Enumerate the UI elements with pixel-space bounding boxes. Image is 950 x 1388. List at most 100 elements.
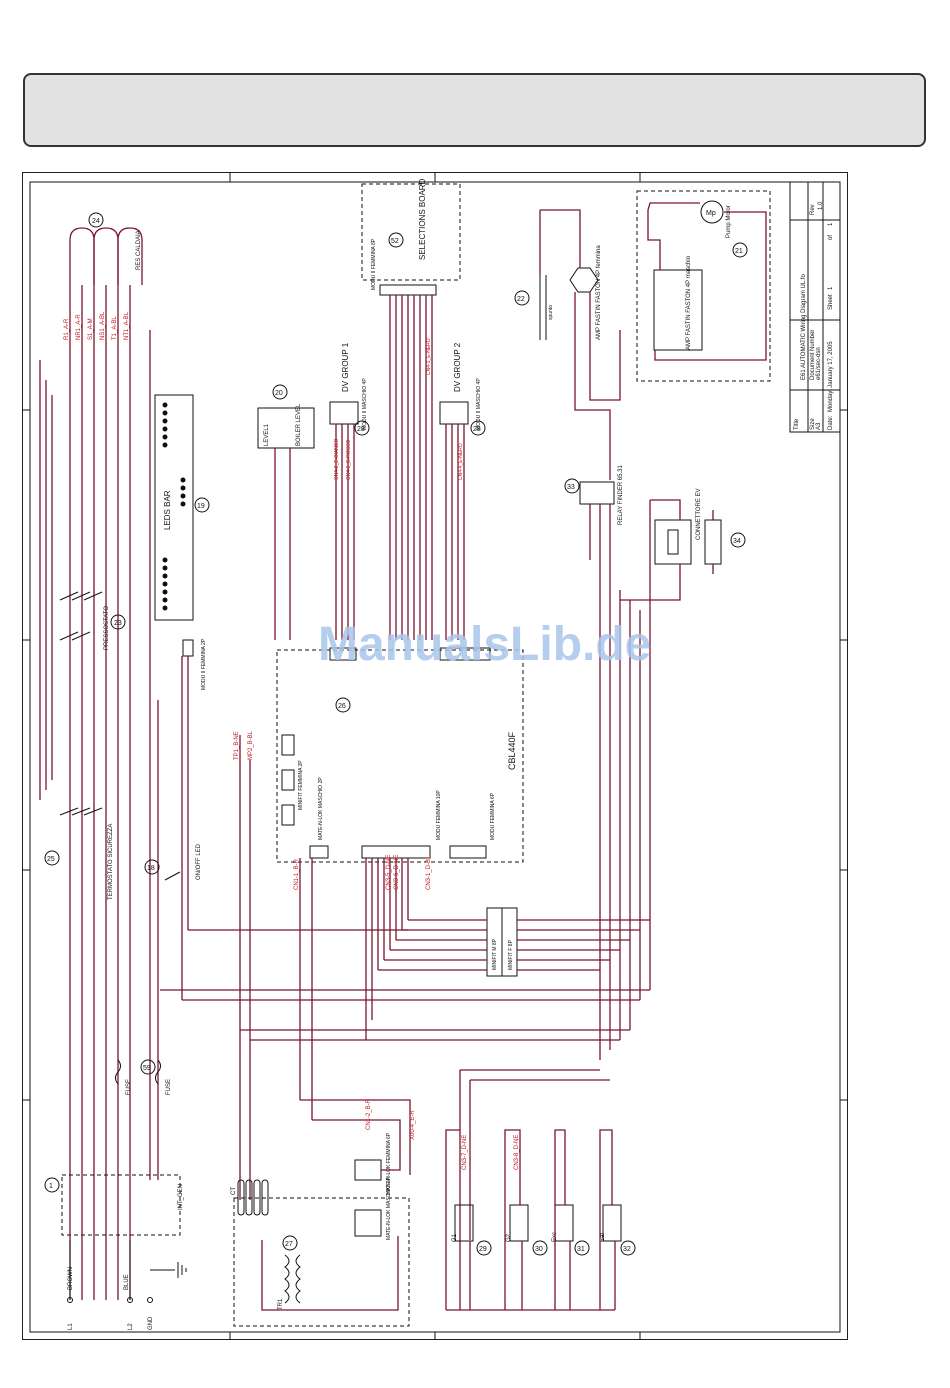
svg-text:32: 32 — [623, 1246, 631, 1253]
selections-board-label: SELECTIONS BOARD — [418, 178, 427, 260]
minifit-f2-label: MINIFIT FEMMINA 2P — [298, 760, 304, 810]
minifit-m-label: MINIFIT M 8P — [492, 938, 498, 970]
svg-text:28: 28 — [357, 426, 365, 433]
pressostato: 23 PRESSOSTATO — [59, 591, 126, 650]
mate-n-lok-m-label: MATE-N-LOK MASCHIO 2P — [318, 777, 324, 840]
diagram-title: E61 AUTOMATIC Wiring Diagram UL.fo — [801, 274, 807, 380]
cbl440f-board: CBL440F 26 MODU FEMMINA 10P MODU FEMMINA… — [276, 647, 524, 863]
svg-text:23: 23 — [114, 620, 122, 627]
leds-connector-label: MODU II FEMMINA 2P — [201, 638, 207, 690]
doc-value: e61/sec-dsn — [816, 347, 822, 380]
svg-text:30: 30 — [535, 1246, 543, 1253]
onoff-led-label: ON/OFF LED — [196, 843, 202, 880]
svg-text:22: 22 — [517, 296, 525, 303]
selections-connector-label: MODU II FEMMINA 8P — [371, 238, 377, 290]
board-bottom-wires — [239, 735, 409, 1200]
wire-label-t1: T1_A-BL — [112, 316, 118, 340]
pump-motor: Mp Pump Motor 21 AMP FASTIN FASTON 4P ma… — [636, 190, 771, 382]
relay-finder: 33 RELAY FINDER 65.31 — [564, 465, 624, 580]
wire-label-r1: R1_A-R — [64, 318, 70, 340]
wire-label-cn3-5: CN3-5_D-NE — [386, 855, 392, 890]
cbl-label: CBL440F — [507, 731, 517, 770]
termostato-label: TERMOSTATO SICUREZZA — [108, 824, 114, 900]
wire-label-s1: S1_A-M — [88, 318, 94, 340]
relay-label: RELAY FINDER 65.31 — [618, 465, 624, 525]
transformer: CT 27 TR1 MATE-N-LOK MASCHIO 6P MATE-N-L… — [231, 1099, 411, 1327]
res-caldaia-label: RES CALDAIA — [136, 230, 142, 270]
svg-text:Mp: Mp — [706, 210, 716, 217]
modu-6p-label: MODU FEMMINA 6P — [490, 792, 496, 840]
amp-femmina-label: AMP FASTIN FASTON 4P femmina — [596, 245, 602, 340]
main-switch: 1 L1 L2 BROWN BLUE GND INT_GEN — [44, 1174, 187, 1330]
rev-value: 1.0 — [818, 201, 824, 210]
of-value: 1 — [828, 222, 834, 226]
connettore-ev: CONNETTORE EV 34 — [620, 488, 746, 601]
res-caldaia: 24 RES CALDAIA — [69, 212, 143, 285]
watermark: ManualsLib.de — [318, 618, 651, 671]
minifit-f-label: MINIFIT F 8P — [508, 939, 514, 970]
svg-text:52: 52 — [391, 238, 399, 245]
leds-bar: LEDS BAR 19 MODU II FEMMINA 2P — [154, 394, 210, 1000]
amp-maschio-label: AMP FASTIN FASTON 4P maschio — [686, 255, 692, 350]
size-label: Size — [810, 418, 816, 430]
svg-text:33: 33 — [567, 484, 575, 491]
leds-bar-label: LEDS BAR — [163, 490, 172, 530]
svg-text:59: 59 — [143, 1065, 151, 1072]
ct-label: CT — [231, 1187, 237, 1195]
svg-text:19: 19 — [197, 503, 205, 510]
svg-text:27: 27 — [285, 1241, 293, 1248]
fuse-label-1: FUSE — [126, 1079, 132, 1095]
fuses: 59 FUSE FUSE — [115, 1059, 172, 1095]
title-block: Title E61 AUTOMATIC Wiring Diagram UL.fo… — [789, 181, 841, 433]
svg-text:1: 1 — [49, 1183, 53, 1190]
blue-label: BLUE — [124, 1274, 130, 1290]
svg-text:24: 24 — [92, 218, 100, 225]
dv-group-1: DV GROUP 1 MODU II MASCHIO 4P 28 — [329, 342, 370, 640]
size-value: A3 — [816, 422, 822, 430]
svg-text:25: 25 — [47, 856, 55, 863]
wire-label-tp1: TP1_B-NE — [234, 731, 240, 760]
level-label: LEVEL1 — [264, 423, 270, 446]
wire-label-cn4-2: CN4-2_E-BIANCO — [334, 438, 340, 480]
svg-text:20: 20 — [275, 390, 283, 397]
right-wires — [160, 500, 651, 1310]
date-label: Date: — [828, 415, 834, 430]
doc-label: Document Number — [810, 330, 816, 380]
wire-label-cn3-8: CN3-8_D-NE — [514, 1135, 520, 1170]
title-label: Title — [794, 418, 800, 430]
dv-group-2: DV GROUP 2 MODU II MASCHIO 4P 28 — [439, 342, 486, 640]
svg-text:21: 21 — [735, 248, 743, 255]
mate-n-lok-m6-label: MATE-N-LOK MASCHIO 6P — [386, 1177, 392, 1240]
pump-motor-label: Pump Motor — [726, 205, 732, 238]
header-bar — [23, 73, 926, 147]
wire-label-mp2: MP2_B-BL — [248, 730, 254, 760]
wire-label-cn1-2: CN1-2_B-R — [366, 1098, 372, 1130]
amp-femmina: AMP FASTIN FASTON 4P femmina 22 spunto — [514, 209, 621, 480]
connettore-ev-label: CONNETTORE EV — [696, 488, 702, 540]
dv-group-2-label: DV GROUP 2 — [453, 342, 462, 392]
valve-eaf: Eaf — [600, 1233, 606, 1242]
of-label: of — [828, 235, 834, 240]
dv-group-1-label: DV GROUP 1 — [341, 342, 350, 392]
svg-text:28: 28 — [473, 426, 481, 433]
svg-text:34: 34 — [733, 538, 741, 545]
sheet-value: 1 — [828, 286, 834, 290]
tr1-label: TR1 — [278, 1298, 284, 1310]
svg-text:26: 26 — [338, 703, 346, 710]
rev-label: Rev — [810, 204, 816, 215]
wire-label-cn1-1: CN1-1_B-R — [294, 858, 300, 890]
zone-ticks — [22, 172, 848, 1340]
wire-label-nr1: NR1_A-R — [76, 314, 82, 340]
boiler-level-label: BOILER LEVEL — [296, 403, 302, 446]
date-value: Monday, January 17, 2005 — [828, 341, 834, 412]
svg-text:31: 31 — [577, 1246, 585, 1253]
boiler-level: 20 BOILER LEVEL LEVEL1 — [257, 384, 315, 640]
modu-10p-label: MODU FEMMINA 10P — [436, 790, 442, 840]
svg-text:18: 18 — [147, 865, 155, 872]
left-wires — [39, 285, 159, 1300]
onoff-led: 18 ON/OFF LED — [144, 843, 202, 881]
wire-label-cn3-1: CN3-1_D-BL — [426, 855, 432, 890]
wire-label-cn4-4: CN4-4_E-NERO — [458, 443, 464, 480]
wire-label-x00-4: X00-4_E-R — [410, 1110, 416, 1140]
wire-label-cn3-6: CN3-6_D-NE — [394, 855, 400, 890]
